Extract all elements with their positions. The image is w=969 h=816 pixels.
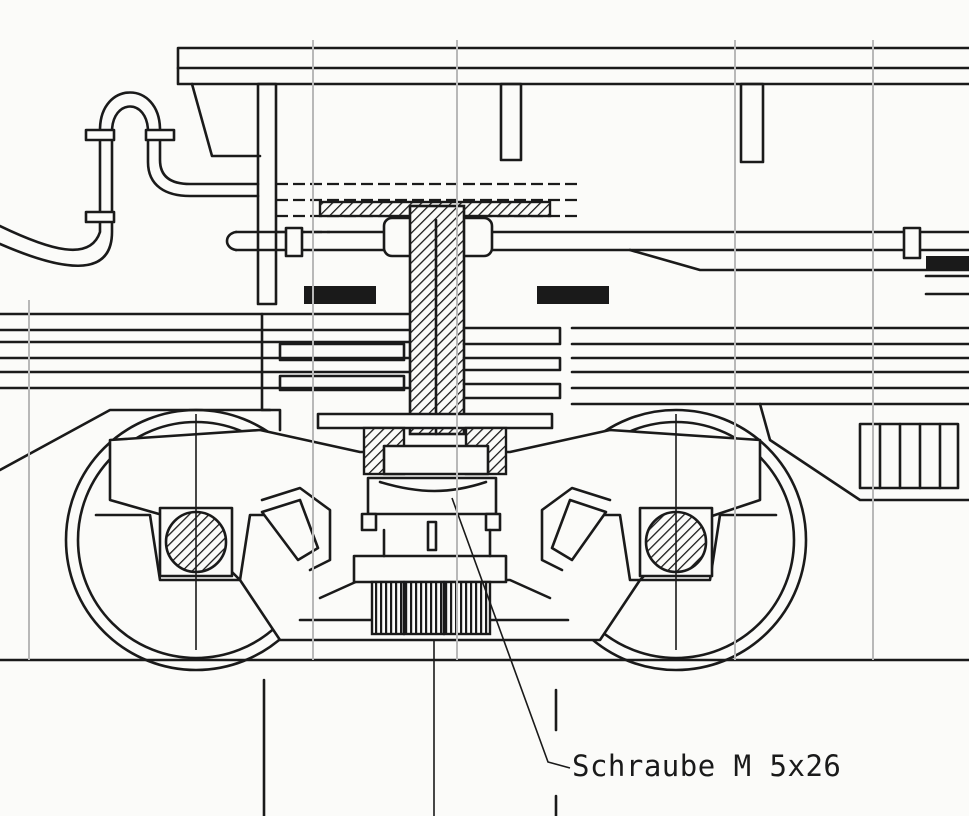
longitudinal-beams	[0, 312, 969, 412]
air-pipe	[225, 226, 969, 296]
center-pivot-assembly	[316, 412, 554, 636]
side-pad-left	[304, 286, 376, 304]
brake-pipe	[0, 91, 260, 267]
car-body-frame	[176, 46, 969, 306]
leader-line	[451, 497, 571, 769]
right-frame-structure	[758, 402, 969, 502]
center-lines	[195, 414, 677, 816]
annotation-label: Schraube M 5x26	[572, 749, 841, 783]
frame-window-right	[550, 498, 608, 562]
kingpin	[408, 204, 466, 436]
scan-texture	[28, 40, 874, 660]
side-pad-right	[537, 286, 609, 304]
frame-window-left	[260, 498, 320, 562]
